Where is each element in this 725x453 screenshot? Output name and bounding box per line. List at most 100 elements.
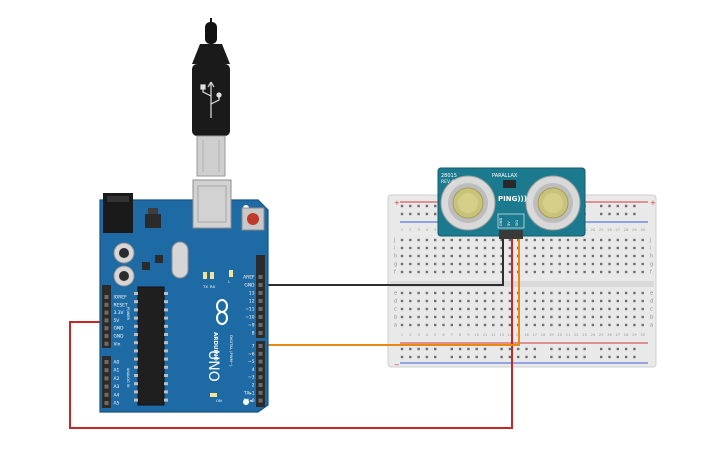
terminal-hole[interactable] — [583, 299, 586, 303]
analog-pin-a5[interactable] — [104, 401, 109, 405]
terminal-hole[interactable] — [616, 291, 619, 295]
terminal-hole[interactable] — [450, 299, 453, 303]
terminal-hole[interactable] — [550, 238, 553, 242]
terminal-hole[interactable] — [575, 315, 578, 319]
terminal-hole[interactable] — [633, 315, 636, 319]
digital-pin-3[interactable] — [258, 375, 263, 380]
terminal-hole[interactable] — [608, 270, 611, 274]
terminal-hole[interactable] — [492, 299, 495, 303]
digital-pin-7[interactable] — [258, 344, 263, 348]
terminal-hole[interactable] — [409, 307, 412, 311]
terminal-hole[interactable] — [442, 323, 445, 327]
terminal-hole[interactable] — [558, 291, 561, 295]
digital-pin-13[interactable] — [258, 291, 263, 295]
terminal-hole[interactable] — [616, 315, 619, 319]
terminal-hole[interactable] — [575, 270, 578, 274]
rail-hole[interactable] — [425, 347, 429, 351]
terminal-hole[interactable] — [434, 238, 437, 242]
terminal-hole[interactable] — [550, 315, 553, 319]
terminal-hole[interactable] — [483, 299, 487, 303]
terminal-hole[interactable] — [583, 238, 586, 242]
terminal-hole[interactable] — [583, 291, 586, 295]
terminal-hole[interactable] — [525, 299, 528, 303]
terminal-hole[interactable] — [608, 238, 611, 242]
terminal-hole[interactable] — [591, 315, 595, 319]
terminal-hole[interactable] — [483, 270, 487, 274]
terminal-hole[interactable] — [616, 246, 619, 250]
terminal-hole[interactable] — [400, 307, 404, 311]
digital-pin-rx0[interactable] — [258, 398, 263, 403]
terminal-hole[interactable] — [475, 307, 478, 311]
terminal-hole[interactable] — [417, 291, 420, 295]
terminal-hole[interactable] — [541, 270, 545, 274]
terminal-hole[interactable] — [608, 291, 611, 295]
terminal-hole[interactable] — [417, 270, 420, 274]
terminal-hole[interactable] — [400, 291, 404, 295]
terminal-hole[interactable] — [525, 238, 528, 242]
rail-hole[interactable] — [608, 355, 611, 359]
terminal-hole[interactable] — [483, 315, 487, 319]
terminal-hole[interactable] — [425, 254, 429, 258]
terminal-hole[interactable] — [450, 291, 453, 295]
terminal-hole[interactable] — [600, 262, 603, 266]
terminal-hole[interactable] — [541, 323, 545, 327]
terminal-hole[interactable] — [492, 315, 495, 319]
terminal-hole[interactable] — [500, 315, 503, 319]
rail-hole[interactable] — [425, 212, 429, 216]
rail-hole[interactable] — [616, 204, 619, 208]
terminal-hole[interactable] — [508, 315, 512, 319]
terminal-hole[interactable] — [558, 238, 561, 242]
terminal-hole[interactable] — [608, 246, 611, 250]
terminal-hole[interactable] — [583, 307, 586, 311]
terminal-hole[interactable] — [591, 262, 595, 266]
terminal-hole[interactable] — [442, 262, 445, 266]
terminal-hole[interactable] — [633, 299, 636, 303]
terminal-hole[interactable] — [624, 299, 628, 303]
terminal-hole[interactable] — [641, 299, 644, 303]
rail-hole[interactable] — [434, 212, 437, 216]
terminal-hole[interactable] — [475, 270, 478, 274]
digital-pin-4[interactable] — [258, 367, 263, 372]
terminal-hole[interactable] — [525, 246, 528, 250]
terminal-hole[interactable] — [525, 262, 528, 266]
terminal-hole[interactable] — [434, 270, 437, 274]
terminal-hole[interactable] — [409, 254, 412, 258]
terminal-hole[interactable] — [492, 262, 495, 266]
analog-pin-a3[interactable] — [104, 384, 109, 389]
terminal-hole[interactable] — [500, 246, 503, 250]
terminal-hole[interactable] — [575, 291, 578, 295]
digital-pin-12[interactable] — [258, 299, 263, 303]
terminal-hole[interactable] — [442, 238, 445, 242]
terminal-hole[interactable] — [475, 246, 478, 250]
terminal-hole[interactable] — [525, 315, 528, 319]
terminal-hole[interactable] — [500, 254, 503, 258]
reset-button-cap[interactable] — [247, 213, 259, 225]
rail-hole[interactable] — [583, 355, 586, 359]
terminal-hole[interactable] — [434, 246, 437, 250]
terminal-hole[interactable] — [616, 254, 619, 258]
terminal-hole[interactable] — [624, 315, 628, 319]
terminal-hole[interactable] — [434, 323, 437, 327]
terminal-hole[interactable] — [591, 270, 595, 274]
terminal-hole[interactable] — [475, 323, 478, 327]
terminal-hole[interactable] — [417, 238, 420, 242]
terminal-hole[interactable] — [467, 254, 470, 258]
digital-pin-11[interactable] — [258, 307, 263, 311]
rail-hole[interactable] — [508, 347, 512, 351]
terminal-hole[interactable] — [641, 323, 644, 327]
terminal-hole[interactable] — [400, 315, 404, 319]
rail-hole[interactable] — [483, 347, 487, 351]
terminal-hole[interactable] — [624, 246, 628, 250]
rail-hole[interactable] — [583, 347, 586, 351]
terminal-hole[interactable] — [608, 315, 611, 319]
terminal-hole[interactable] — [450, 315, 453, 319]
sensor-pin-sig[interactable] — [515, 230, 523, 239]
terminal-hole[interactable] — [508, 307, 512, 311]
terminal-hole[interactable] — [616, 323, 619, 327]
terminal-hole[interactable] — [450, 246, 453, 250]
terminal-hole[interactable] — [458, 315, 462, 319]
digital-pin-10[interactable] — [258, 315, 263, 319]
terminal-hole[interactable] — [624, 323, 628, 327]
terminal-hole[interactable] — [616, 262, 619, 266]
terminal-hole[interactable] — [492, 238, 495, 242]
